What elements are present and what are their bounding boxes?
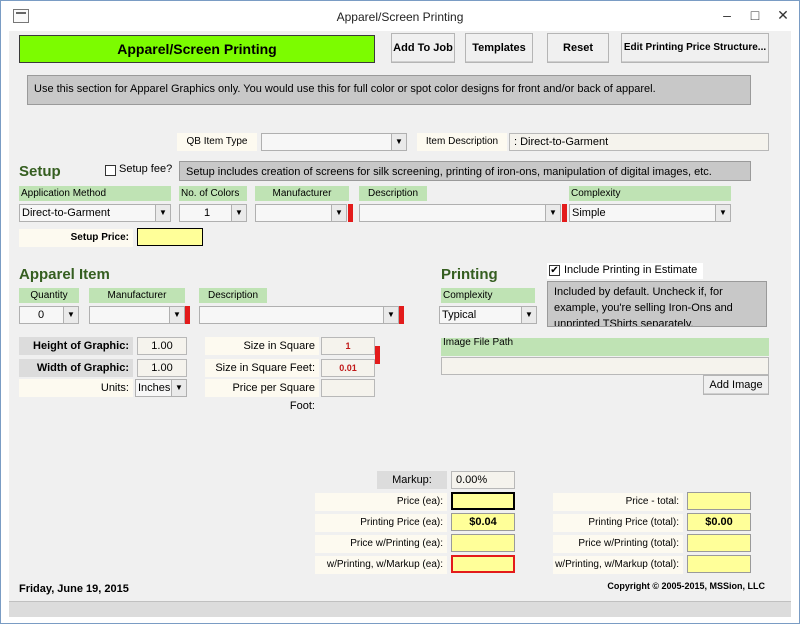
- printing-heading: Printing: [441, 266, 498, 283]
- add-image-button[interactable]: Add Image: [703, 375, 769, 395]
- maximize-icon[interactable]: □: [750, 7, 760, 23]
- add-to-job-button[interactable]: Add To Job: [391, 33, 455, 63]
- w-printing-markup-total-label: w/Printing, w/Markup (total):: [553, 556, 683, 574]
- price-w-printing-ea-field: [451, 534, 515, 552]
- minimize-icon[interactable]: –: [723, 7, 731, 23]
- app-icon: [13, 9, 29, 23]
- units-label: Units:: [19, 379, 133, 397]
- setup-complexity-label: Complexity: [569, 186, 731, 201]
- units-select[interactable]: Inches▼: [135, 379, 187, 397]
- item-description-label: Item Description: [417, 133, 507, 151]
- printing-price-ea-label: Printing Price (ea):: [315, 514, 447, 532]
- chevron-down-icon: ▼: [383, 307, 398, 323]
- price-per-sq-ft-label: Price per Square Foot:: [205, 379, 319, 412]
- setup-heading: Setup: [19, 163, 61, 180]
- setup-info: Setup includes creation of screens for s…: [179, 161, 751, 181]
- chevron-down-icon: ▼: [231, 205, 246, 221]
- chevron-down-icon: ▼: [171, 380, 186, 396]
- item-description-field[interactable]: : Direct-to-Garment: [509, 133, 769, 151]
- size-sq-in-value: 1: [321, 337, 375, 355]
- setup-manufacturer-label: Manufacturer: [255, 186, 349, 201]
- apparel-description-label: Description: [199, 288, 267, 303]
- required-indicator: [562, 204, 567, 222]
- w-printing-markup-ea-label: w/Printing, w/Markup (ea):: [315, 556, 447, 574]
- num-colors-select[interactable]: 1▼: [179, 204, 247, 222]
- usage-note: Use this section for Apparel Graphics on…: [27, 75, 751, 105]
- w-printing-markup-total-field: [687, 555, 751, 573]
- height-of-graphic-label: Height of Graphic:: [19, 337, 133, 355]
- w-printing-markup-ea-field: [451, 555, 515, 573]
- required-indicator: [348, 204, 353, 222]
- required-indicator: [375, 346, 380, 364]
- edit-price-structure-button[interactable]: Edit Printing Price Structure...: [621, 33, 769, 63]
- chevron-down-icon: ▼: [155, 205, 170, 221]
- price-total-label: Price - total:: [553, 493, 683, 511]
- chevron-down-icon: ▼: [391, 134, 406, 150]
- setup-price-label: Setup Price:: [19, 229, 133, 247]
- apparel-manufacturer-select[interactable]: ▼: [89, 306, 185, 324]
- printing-price-total-field: $0.00: [687, 513, 751, 531]
- chevron-down-icon: ▼: [63, 307, 78, 323]
- qb-item-type-label: QB Item Type: [177, 133, 257, 151]
- setup-description-select[interactable]: ▼: [359, 204, 561, 222]
- current-date: Friday, June 19, 2015: [19, 583, 129, 595]
- width-of-graphic-label: Width of Graphic:: [19, 359, 133, 377]
- title-bar: Apparel/Screen Printing – □ ✕: [1, 1, 799, 31]
- setup-fee-checkbox[interactable]: [105, 165, 116, 176]
- form-title: Apparel/Screen Printing: [19, 35, 375, 63]
- width-of-graphic-field[interactable]: 1.00: [137, 359, 187, 377]
- quantity-select[interactable]: 0▼: [19, 306, 79, 324]
- printing-price-ea-field: $0.04: [451, 513, 515, 531]
- required-indicator: [399, 306, 404, 324]
- chevron-down-icon: ▼: [169, 307, 184, 323]
- printing-price-total-label: Printing Price (total):: [553, 514, 683, 532]
- price-w-printing-ea-label: Price w/Printing (ea):: [315, 535, 447, 553]
- size-sq-ft-value: 0.01: [321, 359, 375, 377]
- include-printing-wrapper: [547, 263, 703, 279]
- setup-manufacturer-select[interactable]: ▼: [255, 204, 347, 222]
- apparel-description-select[interactable]: ▼: [199, 306, 399, 324]
- setup-description-label: Description: [359, 186, 427, 201]
- setup-complexity-select[interactable]: Simple▼: [569, 204, 731, 222]
- reset-button[interactable]: Reset: [547, 33, 609, 63]
- chevron-down-icon: ▼: [545, 205, 560, 221]
- image-file-path-label: Image File Path: [441, 338, 769, 356]
- copyright: Copyright © 2005-2015, MSSion, LLC: [607, 581, 765, 591]
- size-sq-ft-label: Size in Square Feet:: [205, 359, 319, 377]
- chevron-down-icon: ▼: [521, 307, 536, 323]
- status-bar: [9, 601, 791, 617]
- size-sq-in-label: Size in Square Inches:: [205, 337, 319, 370]
- apparel-item-heading: Apparel Item: [19, 266, 110, 283]
- printing-info: Included by default. Uncheck if, for exa…: [547, 281, 767, 327]
- quantity-label: Quantity: [19, 288, 79, 303]
- include-printing-checkbox[interactable]: ✔: [549, 265, 560, 276]
- markup-label: Markup:: [377, 471, 447, 489]
- templates-button[interactable]: Templates: [465, 33, 533, 63]
- setup-price-field[interactable]: [137, 228, 203, 246]
- apparel-manufacturer-label: Manufacturer: [89, 288, 185, 303]
- price-ea-field[interactable]: [451, 492, 515, 510]
- application-method-label: Application Method: [19, 186, 171, 201]
- printing-complexity-label: Complexity: [441, 288, 535, 303]
- price-w-printing-total-label: Price w/Printing (total):: [553, 535, 683, 553]
- price-per-sq-ft-field: [321, 379, 375, 397]
- include-printing-label: Include Printing in Estimate: [564, 264, 698, 276]
- window-title: Apparel/Screen Printing: [336, 10, 464, 24]
- price-total-field: [687, 492, 751, 510]
- application-method-select[interactable]: Direct-to-Garment▼: [19, 204, 171, 222]
- image-file-path-field[interactable]: [441, 357, 769, 375]
- printing-complexity-select[interactable]: Typical▼: [439, 306, 537, 324]
- setup-fee-label: Setup fee?: [119, 163, 173, 175]
- num-colors-label: No. of Colors: [179, 186, 247, 201]
- height-of-graphic-field[interactable]: 1.00: [137, 337, 187, 355]
- markup-field[interactable]: 0.00%: [451, 471, 515, 489]
- chevron-down-icon: ▼: [331, 205, 346, 221]
- close-icon[interactable]: ✕: [777, 7, 789, 23]
- qb-item-type-select[interactable]: ▼: [261, 133, 407, 151]
- required-indicator: [185, 306, 190, 324]
- chevron-down-icon: ▼: [715, 205, 730, 221]
- price-ea-label: Price (ea):: [315, 493, 447, 511]
- price-w-printing-total-field: [687, 534, 751, 552]
